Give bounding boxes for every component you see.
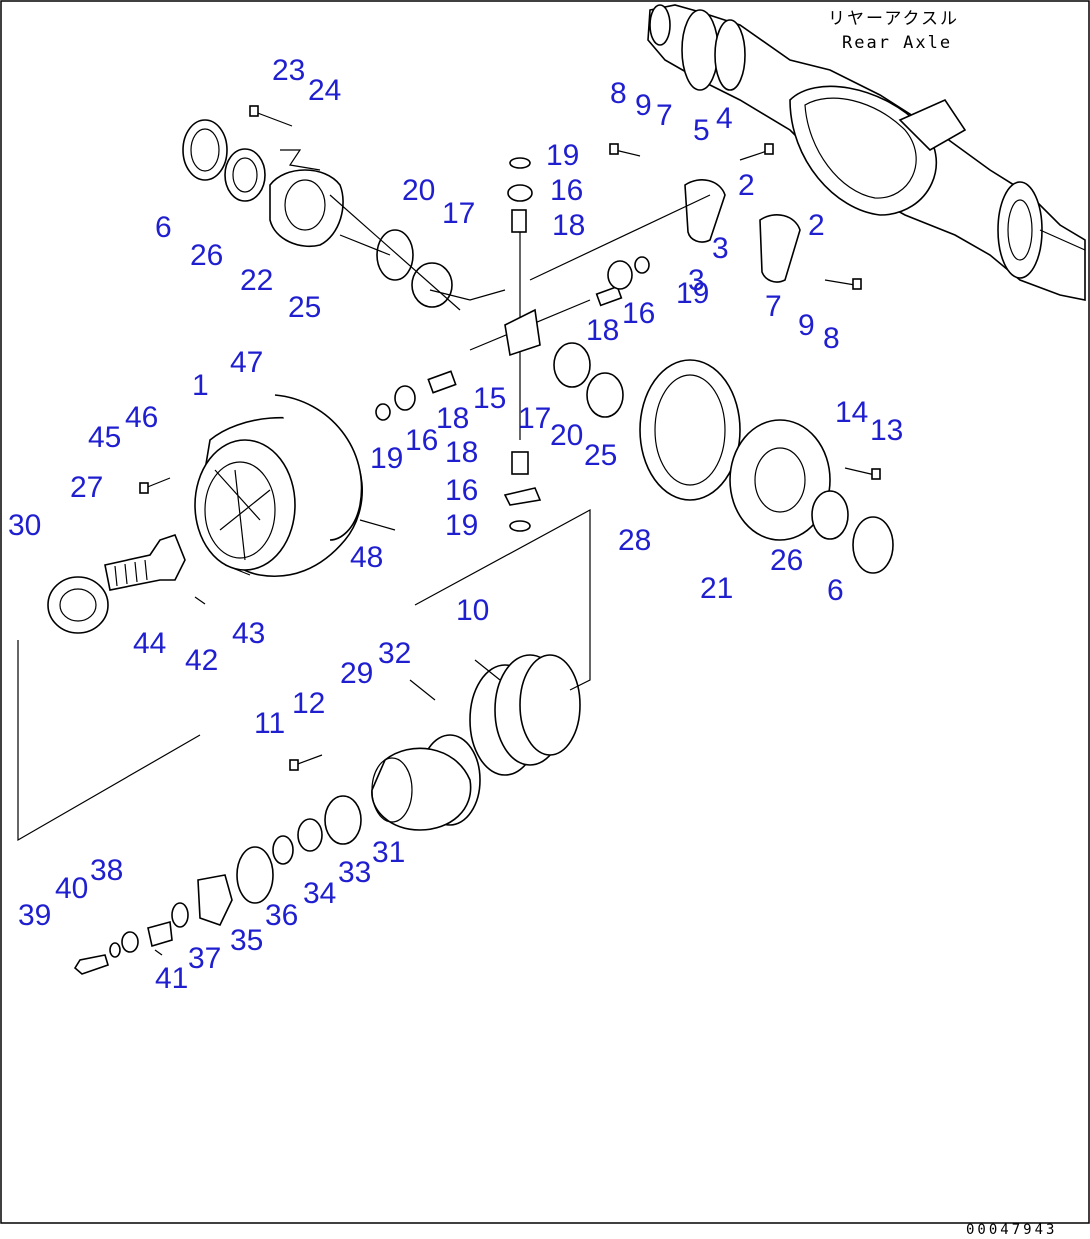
callout: 41 (155, 962, 188, 995)
callout: 42 (185, 644, 218, 677)
callout-labels: 23 24 8 9 7 5 4 19 6 26 22 20 17 16 18 2… (8, 54, 903, 995)
bolts (139, 105, 881, 771)
callout: 19 (676, 277, 709, 310)
leader-lines (17, 149, 711, 956)
callout: 34 (303, 877, 336, 910)
differential-spider (375, 157, 650, 532)
callout: 40 (55, 872, 88, 905)
callout: 26 (770, 544, 803, 577)
callout: 16 (550, 174, 583, 207)
callout: 15 (473, 382, 506, 415)
callout: 17 (442, 197, 475, 230)
callout: 9 (635, 89, 652, 122)
callout: 2 (808, 209, 825, 242)
callout: 44 (133, 627, 166, 660)
callout: 6 (827, 574, 844, 607)
callout: 14 (835, 396, 868, 429)
callout: 37 (188, 942, 221, 975)
callout: 29 (340, 657, 373, 690)
callout: 8 (823, 322, 840, 355)
callout: 19 (370, 442, 403, 475)
left-bearing-parts (182, 119, 453, 308)
callout: 22 (240, 264, 273, 297)
pinion-flange-parts (73, 795, 362, 975)
callout: 16 (622, 297, 655, 330)
callout: 47 (230, 346, 263, 379)
title-jp: リヤーアクスル (828, 9, 959, 29)
callout: 21 (700, 572, 733, 605)
callout: 20 (550, 419, 583, 452)
callout: 30 (8, 509, 41, 542)
pinion-bearing (47, 576, 109, 634)
callout: 18 (552, 209, 585, 242)
pinion-gear (104, 534, 186, 591)
callout: 27 (70, 471, 103, 504)
callout: 16 (405, 424, 438, 457)
bearing-caps (684, 179, 801, 283)
callout: 13 (870, 414, 903, 447)
callout: 45 (88, 421, 121, 454)
callout: 38 (90, 854, 123, 887)
callout: 35 (230, 924, 263, 957)
callout: 2 (738, 169, 755, 202)
callout: 25 (288, 291, 321, 324)
callout: 20 (402, 174, 435, 207)
callout: 4 (716, 102, 733, 135)
callout: 3 (688, 264, 705, 297)
callout: 46 (125, 401, 158, 434)
callout: 33 (338, 856, 371, 889)
bearing-cage (371, 734, 481, 831)
callout: 18 (436, 402, 469, 435)
differential-carrier (194, 394, 363, 578)
callout: 19 (445, 509, 478, 542)
callout: 1 (192, 369, 209, 402)
callout: 5 (693, 114, 710, 147)
ring-gear (639, 359, 741, 501)
callout: 7 (656, 99, 673, 132)
callout: 6 (155, 211, 172, 244)
callout: 10 (456, 594, 489, 627)
callout: 3 (712, 232, 729, 265)
callout: 39 (18, 899, 51, 932)
drawing-number: 00047943 (966, 1222, 1057, 1238)
callout: 32 (378, 637, 411, 670)
callout: 24 (308, 74, 341, 107)
callout: 28 (618, 524, 651, 557)
callout: 18 (586, 314, 619, 347)
callout: 23 (272, 54, 305, 87)
title-en: Rear Axle (842, 33, 952, 53)
callout: 19 (546, 139, 579, 172)
callout: 17 (518, 402, 551, 435)
callout: 7 (765, 290, 782, 323)
callout: 31 (372, 836, 405, 869)
brake-discs (469, 654, 581, 776)
callout: 26 (190, 239, 223, 272)
callout: 48 (350, 541, 383, 574)
callout: 18 (445, 436, 478, 469)
callout: 12 (292, 687, 325, 720)
callout: 11 (254, 707, 285, 740)
rear-axle-housing (647, 4, 1086, 301)
callout: 16 (445, 474, 478, 507)
callout: 8 (610, 77, 627, 110)
callout: 36 (265, 899, 298, 932)
callout: 9 (798, 309, 815, 342)
callout: 43 (232, 617, 265, 650)
differential-case (729, 419, 894, 574)
callout: 25 (584, 439, 617, 472)
